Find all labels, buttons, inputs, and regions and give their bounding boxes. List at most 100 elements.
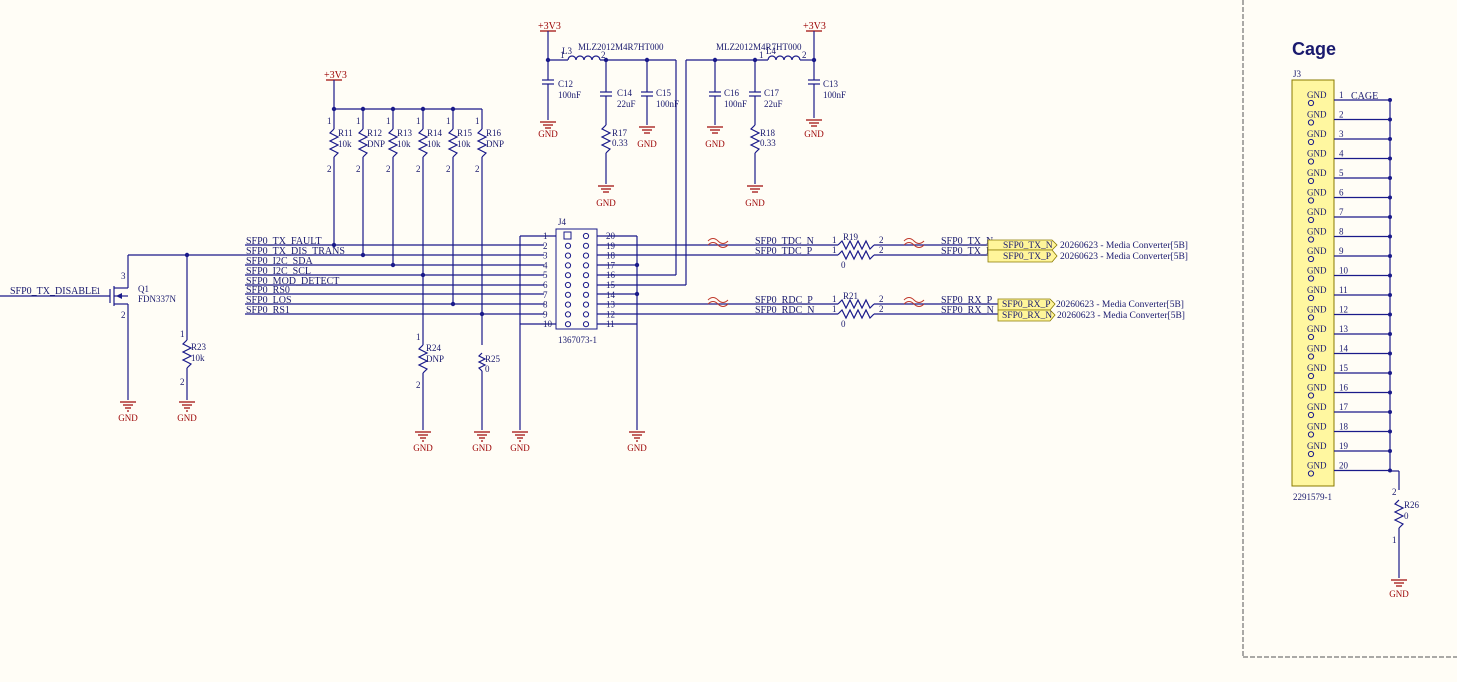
j3-pad [1307,372,1315,380]
j3-pad [1307,119,1315,126]
svg-text:SFP0_TX_N: SFP0_TX_N [1003,241,1053,251]
r12-resistor[interactable]: 1 2 R12 DNP [356,109,385,255]
j4-pin-left: 8 [543,300,548,310]
j3-pad [1307,314,1315,321]
q1-ref: Q1 [138,284,149,294]
j4-pin-left: 6 [543,280,548,290]
gnd-symbol-r17: GND [596,185,616,208]
net-rdc-p: SFP0_RDC_P [755,295,813,306]
r17-resistor[interactable]: R17 0.33 [600,124,628,184]
l4-inductor[interactable]: MLZ2012M4R7HT000 L4 1 2 [716,42,807,61]
svg-text:DNP: DNP [367,139,385,149]
j3-cage-connector[interactable]: J3 2291579-1 [1291,69,1335,502]
j3-pad [1307,450,1315,458]
c16-capacitor[interactable]: C16 100nF [709,60,747,125]
j3-pad [1307,353,1315,360]
svg-text:2: 2 [386,164,391,174]
r13-resistor[interactable]: 1 2 R13 10k [386,109,413,265]
c17-capacitor[interactable]: C17 22uF [749,60,783,125]
q1-mosfet[interactable]: SFP0_TX_DISABLE 1 3 2 Q1 FDN337N [0,255,177,400]
svg-text:2: 2 [879,245,884,255]
svg-text:100nF: 100nF [724,99,747,109]
j3-pin-number: 19 [1339,441,1349,451]
r26-resistor[interactable]: 2 1 R26 0 [1392,487,1420,578]
svg-text:10k: 10k [457,139,471,149]
gnd-symbol-c16: GND [705,126,725,149]
j4-pad-left [564,242,572,249]
svg-text:2: 2 [802,50,807,60]
j3-pin-number: 7 [1339,207,1344,217]
r24-resistor[interactable]: 1 2 R24 DNP [416,332,444,430]
gnd-symbol-c15: GND [637,126,657,149]
power-3v3-pullups: +3V3 [324,70,347,109]
svg-text:1: 1 [356,116,361,126]
j4-pin-right: 19 [606,241,616,251]
svg-text:0: 0 [485,364,490,374]
j3-pin-number: 13 [1339,324,1349,334]
j3-pin-number: 15 [1339,363,1349,373]
svg-text:GND: GND [627,443,647,453]
j4-pin-left: 5 [543,270,548,280]
svg-text:2: 2 [879,294,884,304]
svg-text:GND: GND [804,129,824,139]
power-3v3-l3: +3V3 [538,21,561,60]
svg-text:1: 1 [560,50,565,60]
svg-text:2: 2 [356,164,361,174]
j4-pin-left: 3 [543,251,548,261]
j4-connector[interactable]: J4 1367073-1 [519,217,598,430]
l3-inductor[interactable]: L3 MLZ2012M4R7HT000 1 2 [560,42,664,61]
r23-resistor[interactable]: 1 2 R23 10k [180,255,207,400]
j3-pin-gnd-label: GND [1307,129,1327,139]
svg-text:+3V3: +3V3 [803,21,826,32]
c12-capacitor[interactable]: C12 100nF [542,60,581,120]
r21-resistor[interactable]: 1 2 R21 [832,291,884,310]
c14-capacitor[interactable]: C14 22uF [600,60,636,125]
svg-text:GND: GND [118,413,138,423]
j4-pad-right [582,311,590,318]
svg-text:R24: R24 [426,343,442,353]
sheet-border [1242,0,1457,658]
svg-text:GND: GND [472,443,492,453]
r11-resistor[interactable]: 1 2 R11 10k [327,109,353,245]
svg-text:0: 0 [1404,511,1409,521]
r22-resistor[interactable]: 1 2 0 [832,304,884,329]
port-tx-p[interactable]: SFP0_TX_P [987,249,1058,263]
svg-text:1: 1 [446,116,451,126]
svg-text:C12: C12 [558,79,573,89]
net-rdc-n: SFP0_RDC_N [755,305,814,316]
j3-pin-number: 12 [1339,305,1348,315]
j3-pin-number: 6 [1339,188,1344,198]
c13-capacitor[interactable]: C13 100nF [808,60,846,118]
r19-resistor[interactable]: 1 2 R19 [832,232,884,251]
svg-text:R17: R17 [612,128,628,138]
r25-resistor[interactable]: R25 0 [477,352,501,430]
port-tx-n[interactable]: SFP0_TX_N [987,239,1058,251]
j3-pin-number: 1 [1339,90,1344,100]
svg-text:R21: R21 [843,291,858,301]
r16-resistor[interactable]: 1 2 R16 DNP [475,109,504,345]
c15-capacitor[interactable]: C15 100nF [641,60,679,125]
j4-pin-right: 14 [606,290,616,300]
j4-pin-left: 4 [543,260,548,270]
r18-resistor[interactable]: R18 0.33 [749,124,776,184]
j3-pin-number: 18 [1339,422,1349,432]
sheet-title: Cage [1292,39,1336,59]
j3-pin-number: 14 [1339,344,1349,354]
j4-pin-left: 2 [543,241,548,251]
port-rx-p[interactable]: SFP0_RX_P [997,298,1056,311]
r14-resistor[interactable]: 1 2 R14 10k [416,109,443,345]
j4-pad-left [564,272,572,279]
j4-pad-right [582,232,590,240]
svg-text:1: 1 [1392,535,1397,545]
j4-pad-left [564,321,572,328]
j3-pin-gnd-label: GND [1307,461,1327,471]
j3-pin-gnd-label: GND [1307,363,1327,373]
r15-resistor[interactable]: 1 2 R15 10k [446,109,473,304]
net-rs1: SFP0_RS1 [246,305,290,316]
svg-text:1: 1 [832,294,837,304]
port-rx-n[interactable]: SFP0_RX_N [997,309,1056,322]
j3-pad [1307,99,1315,107]
r20-resistor[interactable]: 1 2 0 [832,245,884,270]
net-tdc-n: SFP0_TDC_N [755,236,814,247]
